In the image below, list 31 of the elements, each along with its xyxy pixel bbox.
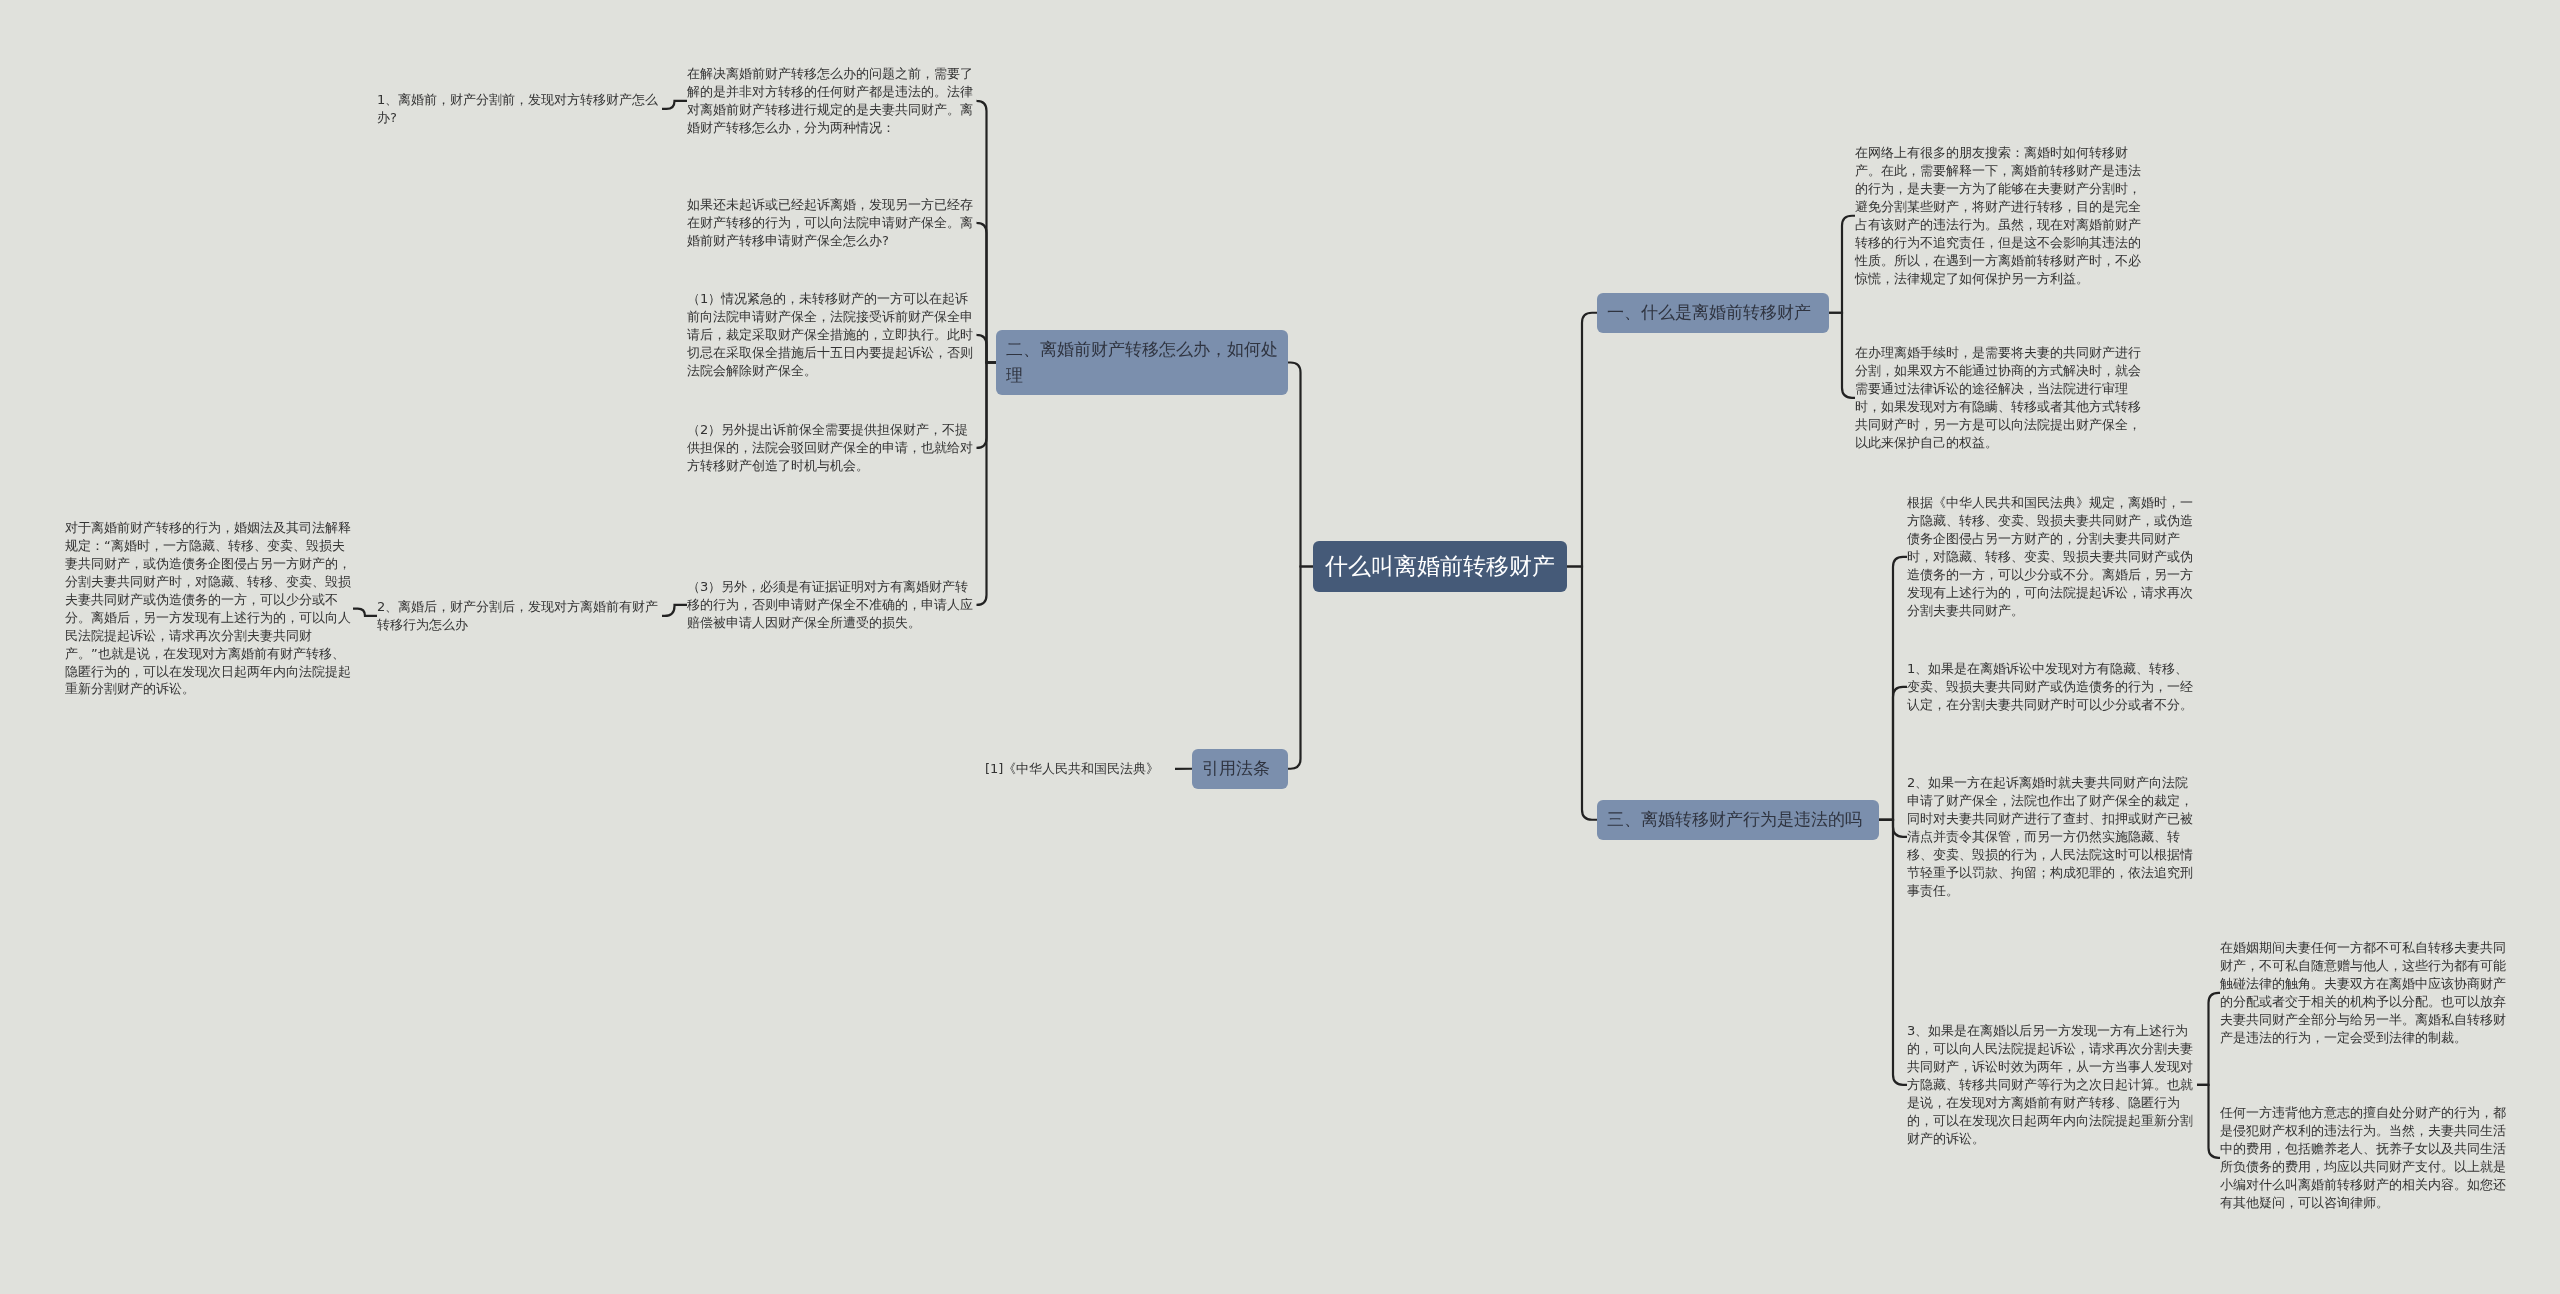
- topic-text: 在办理离婚手续时，是需要将夫妻的共同财产进行分割，如果双方不能通过协商的方式解决时，就会需要通过法律诉讼的途径解决，当法院进行审理时，如果发现对方有隐瞒、转移或者其他方式转移共同财产时，另一方是可以向法院提出财产保全，以此来保护自己的权益。: [1855, 344, 2142, 452]
- topic-text: 3、如果是在离婚以后另一方发现一方有上述行为的，可以向人民法院提起诉讼，请求再次分割夫妻共同财产，诉讼时效为两年，从一方当事人发现对方隐藏、转移共同财产等行为之次日起计算。也就是说，在发现对方离婚前有财产转移、隐匿行为的，可以在发现次日起两年内向法院提起重新分割财产的诉讼。: [1907, 1022, 2194, 1148]
- branch-topic: 一、什么是离婚前转移财产: [1597, 293, 1829, 333]
- connector-line: [353, 607, 377, 618]
- topic-text: （3）另外，必须是有证据证明对方有离婚财产转移的行为，否则申请财产保全不准确的，申请人应赔偿被申请人因财产保全所遭受的损失。: [687, 578, 974, 632]
- topic-text: 如果还未起诉或已经起诉离婚，发现另一方已经存在财产转移的行为，可以向法院申请财产保全。离婚前财产转移申请财产保全怎么办?: [687, 196, 974, 250]
- topic-text: 2、如果一方在起诉离婚时就夫妻共同财产向法院申请了财产保全，法院也作出了财产保全的裁定，同时对夫妻共同财产进行了查封、扣押或财产已被清点并责令其保管，而另一方仍然实施隐藏、转移、变卖、毁损的行为，人民法院这时可以根据情节轻重予以罚款、拘留；构成犯罪的，依法追究刑事责任。: [1907, 774, 2194, 900]
- topic-text: 对于离婚前财产转移的行为，婚姻法及其司法解释规定：“离婚时，一方隐藏、转移、变卖、毁损夫妻共同财产，或伪造债务企图侵占另一方财产的，分割夫妻共同财产时，对隐藏、转移、变卖、毁损夫妻共同财产或伪造债务的一方，可以少分或不分。离婚后，另一方发现有上述行为的，可以向人民法院提起诉讼，请求再次分割夫妻共同财产。”也就是说，在发现对方离婚前有财产转移、隐匿行为的，可以在发现次日起两年内向法院提起重新分割财产的诉讼。: [65, 519, 352, 699]
- topic-text: 1、离婚前，财产分割前，发现对方转移财产怎么办?: [377, 91, 660, 127]
- topic-text: 1、如果是在离婚诉讼中发现对方有隐藏、转移、变卖、毁损夫妻共同财产或伪造债务的行为，一经认定，在分割夫妻共同财产时可以少分或者不分。: [1907, 660, 2194, 714]
- topic-text: 2、离婚后，财产分割后，发现对方离婚前有财产转移行为怎么办: [377, 598, 660, 634]
- topic-text: （2）另外提出诉前保全需要提供担保财产，不提供担保的，法院会驳回财产保全的申请，也就给对方转移财产创造了时机与机会。: [687, 421, 974, 475]
- connector-line: [662, 603, 687, 618]
- connector-line: [1175, 767, 1192, 771]
- central-topic: 什么叫离婚前转移财产: [1313, 541, 1567, 592]
- connector-line: [1829, 311, 1855, 399]
- topic-text: 在解决离婚前财产转移怎么办的问题之前，需要了解的是并非对方转移的任何财产都是违法的。法律对离婚前财产转移进行规定的是夫妻共同财产。离婚财产转移怎么办，分为两种情况：: [687, 65, 974, 137]
- connector-line: [1288, 565, 1313, 770]
- branch-topic: 三、离婚转移财产行为是违法的吗: [1597, 800, 1879, 840]
- connector-line: [975, 361, 996, 606]
- topic-text: 在网络上有很多的朋友搜索：离婚时如何转移财产。在此，需要解释一下，离婚前转移财产是违法的行为，是夫妻一方为了能够在夫妻财产分割时，避免分割某些财产，将财产进行转移，目的是完全占有该财产的违法行为。虽然，现在对离婚前财产转移的行为不追究责任，但是这不会影响其违法的性质。所以，在遇到一方离婚前转移财产时，不必惊慌，法律规定了如何保护另一方利益。: [1855, 144, 2142, 288]
- connector-line: [1879, 818, 1907, 1086]
- topic-text: 在婚姻期间夫妻任何一方都不可私自转移夫妻共同财产，不可私自随意赠与他人，这些行为都有可能触碰法律的触角。夫妻双方在离婚中应该协商财产的分配或者交于相关的机构予以分配。也可以放弃夫妻共同财产全部分与给另一半。离婚私自转移财产是违法的行为，一定会受到法律的制裁。: [2220, 939, 2507, 1047]
- branch-topic: 引用法条: [1192, 749, 1288, 789]
- topic-text: 根据《中华人民共和国民法典》规定，离婚时，一方隐藏、转移、变卖、毁损夫妻共同财产，或伪造债务企图侵占另一方财产的，分割夫妻共同财产时，对隐藏、转移、变卖、毁损夫妻共同财产或伪造债务的一方，可以少分或不分。离婚后，另一方发现有上述行为的，可向法院提起诉讼，请求再次分割夫妻共同财产。: [1907, 494, 2194, 620]
- topic-text: （1）情况紧急的，未转移财产的一方可以在起诉前向法院申请财产保全，法院接受诉前财产保全申请后，裁定采取财产保全措施的，立即执行。此时切忌在采取保全措施后十五日内要提起诉讼，否则法院会解除财产保全。: [687, 290, 974, 380]
- topic-text: [1]《中华人民共和国民法典》: [985, 760, 1161, 778]
- branch-topic: 二、离婚前财产转移怎么办，如何处理: [996, 330, 1288, 395]
- connector-line: [2197, 1083, 2221, 1159]
- connector-line: [662, 99, 687, 111]
- topic-text: 任何一方违背他方意志的擅自处分财产的行为，都是侵犯财产权利的违法行为。当然，夫妻共同生活中的费用，包括赡养老人、抚养子女以及共同生活所负债务的费用，均应以共同财产支付。以上就是小编对什么叫离婚前转移财产的相关内容。如您还有其他疑问，可以咨询律师。: [2220, 1104, 2507, 1212]
